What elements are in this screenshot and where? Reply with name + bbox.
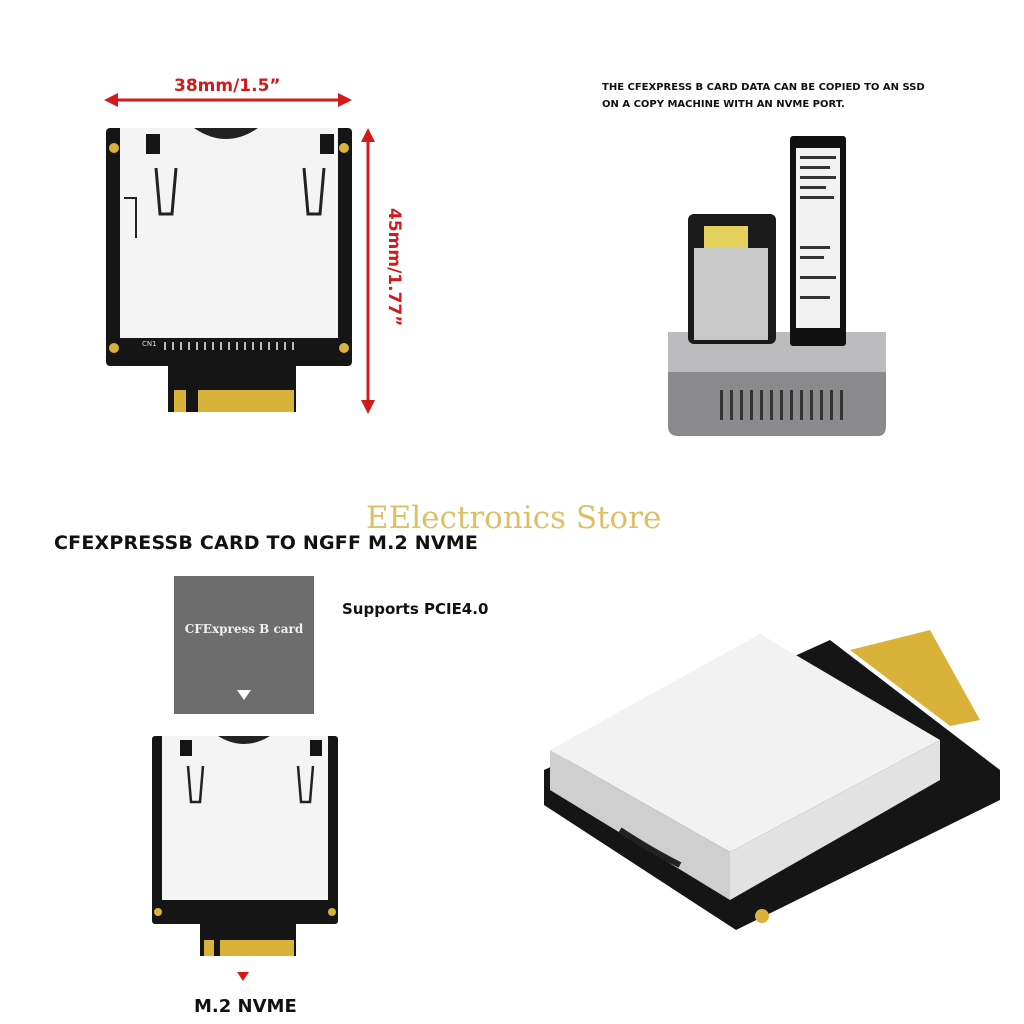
headline: CFEXPRESSB CARD TO NGFF M.2 NVME — [54, 532, 479, 554]
down-arrow-icon — [237, 972, 249, 981]
copy-note-line-1: THE CFEXPRESS B CARD DATA CAN BE COPIED … — [602, 82, 925, 93]
nvme-dock-illustration — [668, 136, 886, 436]
adapter-board-bottom-drawing — [152, 736, 338, 956]
adapter-board-top: CN1 — [106, 128, 352, 412]
dimension-height-label: 45mm/1.77” — [384, 208, 404, 327]
store-watermark: EElectronics Store — [366, 500, 662, 536]
cfexpress-card-graphic: CFExpress B card — [174, 576, 314, 714]
board-silk-label: CN1 — [142, 340, 157, 348]
m2-nvme-label: M.2 NVME — [194, 996, 297, 1017]
dimension-width-label: 38mm/1.5” — [174, 76, 281, 96]
insert-arrow-icon — [237, 690, 251, 700]
adapter-board-drawing — [106, 128, 352, 412]
adapter-board-bottom — [152, 736, 338, 956]
copy-note-line-2: ON A COPY MACHINE WITH AN NVME PORT. — [602, 99, 845, 110]
pcie-support-label: Supports PCIE4.0 — [342, 600, 489, 618]
card-label: CFExpress B card — [184, 622, 304, 636]
adapter-angled-render — [544, 630, 1000, 930]
